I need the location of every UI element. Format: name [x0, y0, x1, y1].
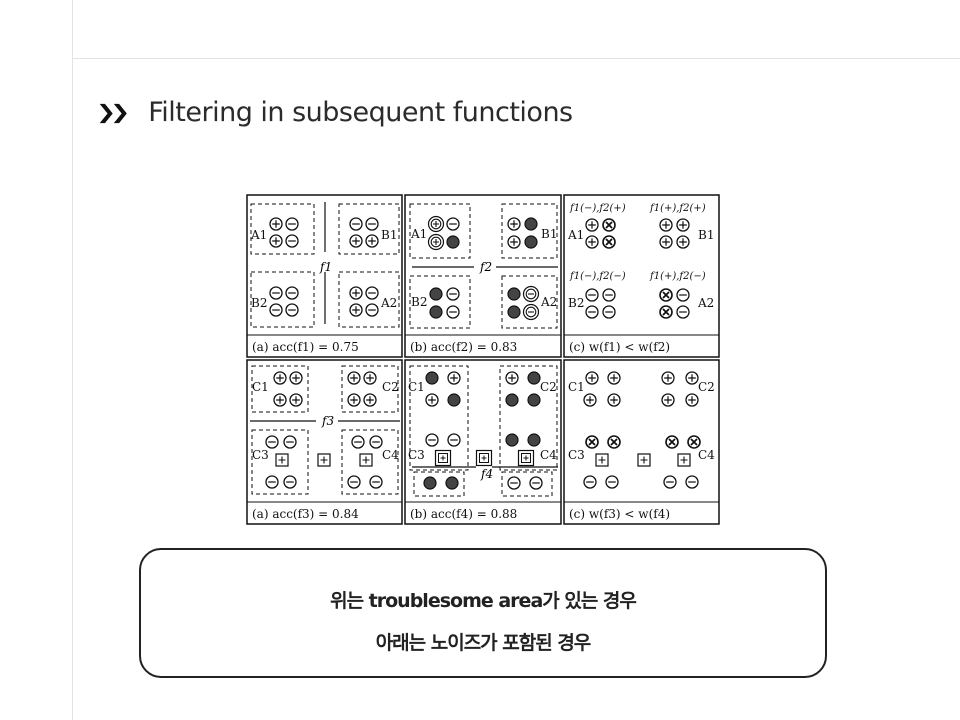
- cluster-label: C4: [382, 448, 399, 462]
- filtering-figure: (a) acc(f1) = 0.75 (b) acc(f2) = 0.83 (c…: [246, 194, 720, 526]
- cluster-label: C2: [698, 380, 715, 394]
- summary-callout: 위는 troublesome area가 있는 경우 아래는 노이즈가 포함된 …: [139, 548, 827, 678]
- annotation: f1(−),f2(+): [569, 203, 626, 214]
- annotation: f1(+),f2(+): [649, 203, 706, 214]
- cluster-label: B1: [381, 228, 397, 242]
- caption-bottom-a: (a) acc(f3) = 0.84: [252, 507, 359, 521]
- panel-bottom-c: C1 C2 C3 C4: [568, 371, 715, 489]
- panel-top-a: f1 A1 B1 B2 A2: [250, 202, 400, 328]
- panel-bottom-b: f4 C1 C2 C3 C4: [408, 365, 558, 497]
- callout-line-1: 위는 troublesome area가 있는 경우: [330, 590, 637, 612]
- fn-label-f1: f1: [319, 260, 332, 274]
- cluster-label: A2: [540, 295, 557, 309]
- cluster-label: A2: [697, 296, 714, 310]
- fn-label-f4: f4: [480, 467, 493, 481]
- panel-a-top-frame: [246, 194, 403, 358]
- caption-top-b: (b) acc(f2) = 0.83: [410, 340, 517, 354]
- cluster-label: C2: [540, 380, 557, 394]
- cluster-label: B2: [251, 296, 267, 310]
- cluster-label: B1: [698, 228, 714, 242]
- caption-bottom-c: (c) w(f3) < w(f4): [569, 507, 670, 521]
- content-left-border: [72, 0, 73, 720]
- caption-top-a: (a) acc(f1) = 0.75: [252, 340, 359, 354]
- callout-line-2: 아래는 노이즈가 포함된 경우: [375, 632, 592, 654]
- cluster-label: C3: [252, 448, 269, 462]
- cluster-label: B1: [541, 227, 557, 241]
- section-title: Filtering in subsequent functions: [148, 96, 573, 128]
- fn-label-f2: f2: [479, 260, 492, 274]
- panel-c-top-frame: [563, 194, 720, 358]
- annotation: f1(+),f2(−): [649, 271, 706, 282]
- cluster-label: C1: [408, 380, 425, 394]
- panel-c-bottom-frame: [563, 359, 720, 525]
- cluster-label: C3: [568, 448, 585, 462]
- fn-label-f3: f3: [321, 414, 334, 428]
- cluster-label: A1: [250, 228, 267, 242]
- cluster-label: C1: [568, 380, 585, 394]
- panel-bottom-a: f3 C1 C2 C3 C4: [250, 365, 400, 495]
- double-chevron-icon: ❯❯: [96, 100, 130, 124]
- panel-b-top-frame: [404, 194, 562, 358]
- panel-b-bottom-frame: [404, 359, 562, 525]
- section-heading: ❯❯ Filtering in subsequent functions: [96, 92, 573, 132]
- panel-top-c: f1(−),f2(+) f1(+),f2(+) f1(−),f2(−) f1(+…: [567, 203, 714, 319]
- cluster-label: C4: [698, 448, 715, 462]
- caption-bottom-b: (b) acc(f4) = 0.88: [410, 507, 517, 521]
- caption-top-c: (c) w(f1) < w(f2): [569, 340, 670, 354]
- cluster-label: A1: [567, 228, 584, 242]
- cluster-label: C1: [252, 380, 269, 394]
- panel-a-bottom-frame: [246, 359, 403, 525]
- header-divider: [72, 58, 960, 59]
- panel-top-b: f2 A1 B1 B2 A2: [409, 203, 558, 329]
- annotation: f1(−),f2(−): [569, 271, 626, 282]
- cluster-label: C2: [382, 380, 399, 394]
- cluster-label: A2: [380, 296, 397, 310]
- cluster-label: C4: [540, 448, 557, 462]
- cluster-label: C3: [408, 448, 425, 462]
- cluster-label: A1: [410, 227, 427, 241]
- cluster-label: B2: [411, 295, 427, 309]
- cluster-label: B2: [568, 296, 584, 310]
